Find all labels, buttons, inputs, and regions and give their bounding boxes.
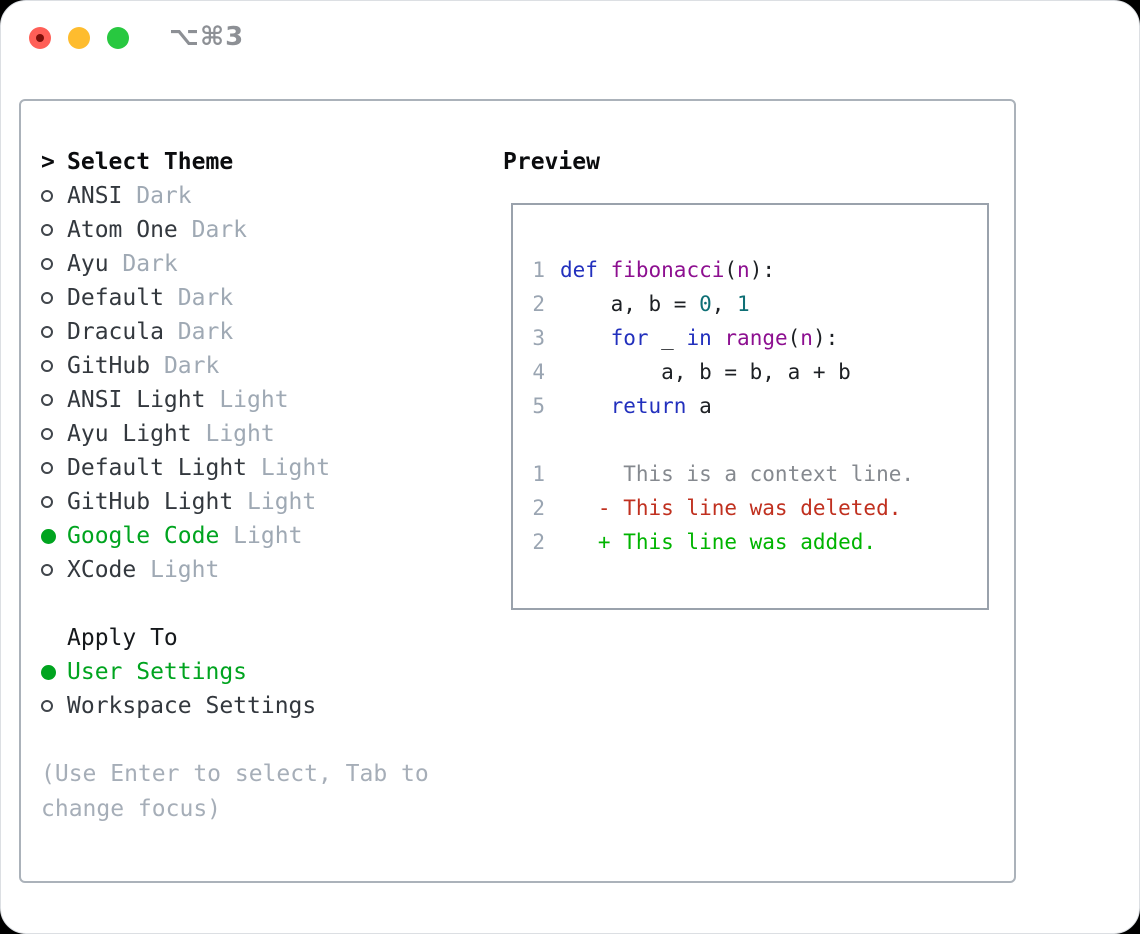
- line-number: 1: [532, 258, 545, 282]
- theme-variant: Dark: [163, 319, 234, 345]
- selected-radio-icon: [41, 528, 67, 544]
- radio-icon: [41, 564, 67, 576]
- code-line: 3 for _ in range(n):: [531, 321, 987, 355]
- code-line: 2 a, b = 0, 1: [531, 287, 987, 321]
- apply-option[interactable]: Workspace Settings: [41, 689, 486, 723]
- code-text: for _ in range(n):: [610, 326, 839, 350]
- close-button[interactable]: [29, 27, 51, 49]
- line-number: 3: [532, 326, 545, 350]
- theme-name: Dracula: [67, 319, 164, 345]
- theme-option[interactable]: GitHub Dark: [41, 349, 486, 383]
- line-number: 2: [532, 530, 545, 554]
- theme-name: XCode: [67, 557, 137, 583]
- line-number: 2: [532, 496, 545, 520]
- theme-name: Ayu: [67, 251, 109, 277]
- radio-icon: [41, 258, 67, 270]
- theme-variant: Dark: [177, 217, 248, 243]
- theme-name: ANSI: [67, 183, 123, 209]
- theme-option[interactable]: Ayu Light Light: [41, 417, 486, 451]
- theme-variant: Light: [136, 557, 220, 583]
- line-number: 1: [532, 462, 545, 486]
- radio-icon: [41, 394, 67, 406]
- theme-option[interactable]: ANSI Light Light: [41, 383, 486, 417]
- code-line: 5 return a: [531, 389, 987, 423]
- code-text: a, b = b, a + b: [560, 360, 851, 384]
- diff-line: 2 + This line was added.: [531, 525, 987, 559]
- apply-to-title: Apply To: [67, 625, 178, 651]
- theme-variant: Dark: [122, 183, 192, 209]
- theme-option[interactable]: Default Dark: [41, 281, 486, 315]
- minimize-button[interactable]: [68, 27, 90, 49]
- line-number: 2: [532, 292, 545, 316]
- traffic-lights: [29, 27, 129, 49]
- code-text: def fibonacci(n):: [560, 258, 775, 282]
- window-title: ⌥⌘3: [169, 22, 245, 52]
- preview-title: Preview: [503, 149, 600, 175]
- theme-option[interactable]: XCode Light: [41, 553, 486, 587]
- theme-variant: Light: [247, 455, 331, 481]
- radio-icon: [41, 190, 67, 202]
- theme-name: GitHub Light: [67, 489, 234, 515]
- radio-icon: [41, 360, 67, 372]
- hint-line: change focus): [41, 796, 222, 822]
- code-line: 1 def fibonacci(n):: [531, 253, 987, 287]
- theme-option[interactable]: ANSI Dark: [41, 179, 486, 213]
- selected-radio-icon: [41, 664, 67, 680]
- radio-icon: [41, 496, 67, 508]
- theme-name: Ayu Light: [67, 421, 192, 447]
- select-theme-title: Select Theme: [67, 149, 234, 175]
- prompt-caret-icon: >: [41, 149, 55, 175]
- theme-variant: Light: [205, 387, 289, 413]
- code-text: return a: [610, 394, 712, 418]
- code-text: + This line was added.: [560, 530, 877, 554]
- apply-option[interactable]: User Settings: [41, 655, 486, 689]
- apply-option-label: Workspace Settings: [67, 693, 317, 719]
- theme-option[interactable]: Dracula Dark: [41, 315, 486, 349]
- blank-line: [531, 423, 987, 457]
- diff-line: 1 This is a context line.: [531, 457, 987, 491]
- theme-name: Atom One: [67, 217, 178, 243]
- code-text: a, b = 0, 1: [560, 292, 750, 316]
- theme-name: ANSI Light: [67, 387, 206, 413]
- theme-variant: Dark: [108, 251, 178, 277]
- apply-to-header: Apply To: [41, 621, 486, 655]
- radio-icon: [41, 326, 67, 338]
- theme-option[interactable]: GitHub Light Light: [41, 485, 486, 519]
- keyboard-hint: (Use Enter to select, Tab to change focus…: [41, 757, 486, 827]
- radio-icon: [41, 292, 67, 304]
- apply-option-label: User Settings: [67, 659, 248, 685]
- code-text: This is a context line.: [560, 462, 915, 486]
- hint-line: (Use Enter to select, Tab to: [41, 761, 429, 787]
- theme-name: Default Light: [67, 455, 248, 481]
- theme-variant: Dark: [163, 285, 234, 311]
- theme-name: GitHub: [67, 353, 151, 379]
- theme-variant: Light: [233, 489, 317, 515]
- code-line: 4 a, b = b, a + b: [531, 355, 987, 389]
- theme-name: Default: [67, 285, 164, 311]
- zoom-button[interactable]: [107, 27, 129, 49]
- theme-variant: Light: [219, 523, 303, 549]
- line-number: 5: [532, 394, 545, 418]
- theme-variant: Dark: [150, 353, 220, 379]
- theme-name: Google Code: [67, 523, 220, 549]
- radio-icon: [41, 428, 67, 440]
- line-number: 4: [532, 360, 545, 384]
- theme-option[interactable]: Google Code Light: [41, 519, 486, 553]
- select-theme-header: > Select Theme: [41, 145, 486, 179]
- diff-line: 2 - This line was deleted.: [531, 491, 987, 525]
- radio-icon: [41, 224, 67, 236]
- theme-variant: Light: [191, 421, 275, 447]
- theme-option[interactable]: Default Light Light: [41, 451, 486, 485]
- code-text: - This line was deleted.: [560, 496, 902, 520]
- radio-icon: [41, 700, 67, 712]
- theme-option[interactable]: Ayu Dark: [41, 247, 486, 281]
- radio-icon: [41, 462, 67, 474]
- theme-option[interactable]: Atom One Dark: [41, 213, 486, 247]
